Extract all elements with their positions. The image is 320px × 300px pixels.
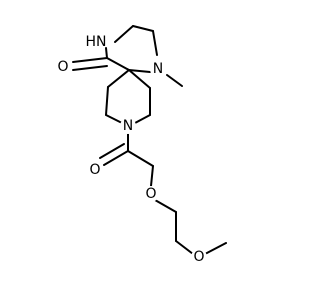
- bond-spiro-c1: [107, 69, 130, 88]
- bond-c4-spiro: [128, 69, 151, 89]
- atom-o-lactam: O: [57, 59, 68, 75]
- atom-n-methyl: N: [153, 61, 163, 77]
- bond-nmethyl-spiro: [128, 69, 151, 73]
- bond-nh-ch2: [114, 25, 134, 43]
- bond-amide-ch2: [127, 150, 154, 167]
- atom-n-ring: N: [123, 118, 133, 134]
- bond-ch2-nmethyl: [152, 30, 158, 56]
- atom-nh: HN: [86, 34, 107, 50]
- bond-n-methyl: [166, 74, 183, 87]
- bond-c2-nring: [105, 114, 123, 124]
- bond-lactam-co-2: [72, 65, 108, 71]
- bond-ch2-o1: [150, 165, 154, 187]
- bond-lactam-co-1: [72, 57, 108, 63]
- atom-o-amide: O: [89, 162, 100, 178]
- bond-nring-c3: [134, 114, 151, 124]
- bond-amide-co-1: [103, 150, 129, 166]
- bond-ch2-o2: [175, 240, 194, 255]
- bond-o2-methyl: [204, 242, 227, 255]
- bond-spiro-carbonyl: [106, 57, 130, 71]
- chemical-structure: HN O N N O O O: [55, 25, 227, 265]
- atom-o-ether-2: O: [193, 249, 204, 265]
- atom-labels: HN O N N O O O: [55, 32, 207, 265]
- bonds: [72, 25, 227, 255]
- atom-o-ether-1: O: [145, 186, 156, 202]
- bond-o1-ch2: [154, 199, 177, 213]
- bond-c1-c2: [105, 86, 109, 116]
- bond-ch2-ch2: [132, 25, 154, 32]
- bond-amide-co-2: [99, 143, 125, 159]
- bond-carbonyl-nh: [105, 47, 108, 59]
